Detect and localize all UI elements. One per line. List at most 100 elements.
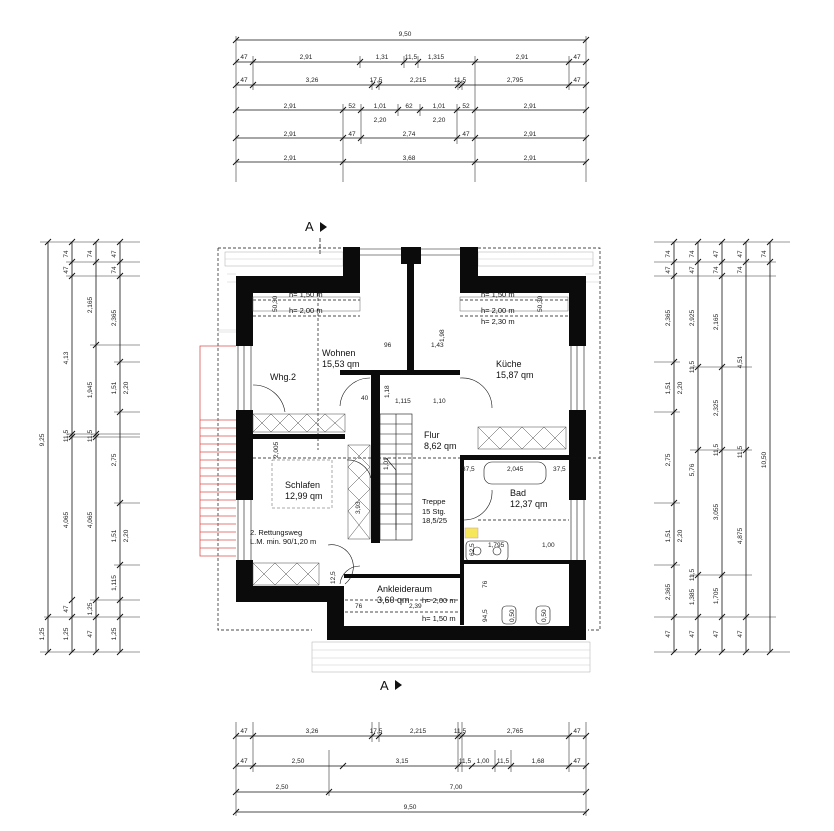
dim-bottom-r2: 1,68 [532, 758, 545, 765]
dim-label: 37,5 [553, 466, 566, 473]
dim-left-c3: 1,25 [87, 602, 94, 615]
dim-label: 37,5 [462, 466, 475, 473]
dim-right-c4: 2,325 [713, 399, 720, 416]
dim-label: 94,5 [482, 609, 489, 622]
dim-left-c4: 1,115 [111, 575, 118, 591]
dim-right-c3: 47 [689, 630, 696, 638]
windows [237, 248, 585, 560]
room-labels: Wohnen 15,53 qm Whg.2 Küche 15,87 qm Flu… [250, 348, 548, 605]
structure-lines [253, 293, 600, 613]
dim-top-total: 9,50 [399, 31, 412, 38]
dim-right-c3: 11,5 [689, 361, 696, 374]
right-dimension-chain: 74 47 2,365 1,51 2,75 1,51 2,365 47 2,20… [654, 238, 790, 656]
room-area-kueche: 15,87 qm [496, 370, 534, 380]
dim-right-c1: 47 [665, 630, 672, 638]
dim-label: 1,115 [395, 398, 411, 405]
dim-label: 1,43 [431, 342, 444, 349]
dim-right-c2: 2,20 [677, 529, 684, 542]
dim-right-c4: 1,705 [713, 587, 720, 604]
height-label: h= 2,00 m [289, 306, 323, 315]
dim-left-c2: 4,13 [63, 351, 70, 364]
dim-left-c3: 2,165 [87, 296, 94, 313]
dim-right-c5: 11,5 [737, 446, 744, 459]
dim-top-r3: 11,5 [454, 77, 467, 84]
dim-label: 2,045 [507, 466, 524, 473]
dim-label: 62,5 [469, 543, 476, 556]
room-area-bad: 12,37 qm [510, 499, 548, 509]
dim-label: 1,01 [383, 457, 390, 470]
dim-label: 40 [361, 395, 369, 402]
dim-left-c2: 74 [63, 250, 70, 258]
dim-left-c3: 74 [87, 250, 94, 258]
dim-right-c2: 2,20 [677, 381, 684, 394]
dim-top-r6: 3,68 [403, 155, 416, 162]
dim-top-r4: 1,01 [433, 103, 446, 110]
escape-route-spec: L.M. min. 90/1,20 m [250, 537, 316, 546]
height-label: h= 1,50 m [481, 290, 515, 299]
dim-right-c3: 2,925 [689, 309, 696, 326]
dim-bottom-r1: 47 [573, 728, 581, 735]
dim-left-c4: 1,51 [111, 381, 118, 394]
dim-top-r2: 11,5 [405, 54, 418, 61]
left-dimension-chain: 9,25 1,25 74 47 4,13 11,5 4,065 47 1,25 … [39, 238, 140, 656]
height-label: h= 1,50 m [422, 614, 456, 623]
dim-right-c1: 2,365 [665, 583, 672, 600]
dim-label: 12,5 [330, 571, 337, 584]
dim-top-r4b: 2,20 [433, 117, 446, 124]
escape-ladder [199, 345, 236, 557]
room-name-flur: Flur [424, 430, 440, 440]
dim-label: 96 [384, 342, 392, 349]
dim-left-c3: 11,5 [87, 430, 94, 443]
top-dimension-chain: 9,50 47 2,91 1,31 11,5 1,315 2,91 47 47 … [232, 31, 590, 182]
dim-label: 1,18 [384, 385, 391, 398]
dim-top-r3: 47 [573, 77, 581, 84]
room-name-bad: Bad [510, 488, 526, 498]
dim-bottom-r2: 47 [573, 758, 581, 765]
section-marker-top: A [305, 219, 327, 255]
dim-label: 1,00 [542, 542, 555, 549]
dim-left-c2: 4,065 [63, 511, 70, 528]
dim-left-c4: 2,365 [111, 309, 118, 326]
dim-right-c5: 4,875 [737, 527, 744, 544]
dim-bottom-r3: 7,00 [450, 784, 463, 791]
dim-top-r3: 3,26 [306, 77, 319, 84]
dim-label: 50,30 [537, 295, 544, 312]
dim-right-c1: 47 [665, 266, 672, 274]
dim-label: 1,795 [488, 542, 505, 549]
dim-right-c6: 10,50 [761, 451, 768, 468]
dim-left-c3: 47 [87, 630, 94, 638]
stair-ratio: 18,5/25 [422, 516, 447, 525]
dim-right-c5: 47 [737, 630, 744, 638]
dim-right-c5: 47 [737, 250, 744, 258]
dim-right-c5: 74 [737, 266, 744, 274]
dim-top-r5: 2,74 [403, 131, 416, 138]
dim-left-c4: 2,75 [111, 453, 118, 466]
dim-label: 76 [355, 603, 363, 610]
dim-label: 2,39 [409, 603, 422, 610]
dim-top-r3: 47 [240, 77, 248, 84]
escape-route-label: 2. Rettungsweg [250, 528, 302, 537]
dim-right-c3: 5,76 [689, 463, 696, 476]
dim-right-c1: 2,75 [665, 453, 672, 466]
dim-label: 3,93 [355, 501, 362, 514]
dim-right-c3: 74 [689, 250, 696, 258]
dim-top-r5: 2,91 [284, 131, 297, 138]
dim-bottom-r1: 2,765 [507, 728, 524, 735]
dim-bottom-r1: 11,5 [454, 728, 467, 735]
dim-top-r2: 2,91 [516, 54, 529, 61]
dim-bottom-r2: 47 [240, 758, 248, 765]
room-area-schlafen: 12,99 qm [285, 491, 323, 501]
stair-name: Treppe [422, 497, 446, 506]
dim-top-r4: 2,91 [284, 103, 297, 110]
dim-top-r4: 52 [348, 103, 356, 110]
room-name-schlafen: Schlafen [285, 480, 320, 490]
door-swings [252, 377, 493, 585]
section-label-top: A [305, 219, 314, 234]
section-arrow-icon [320, 222, 327, 232]
dim-top-r4: 2,91 [524, 103, 537, 110]
dim-top-r3: 2,795 [507, 77, 524, 84]
dim-top-r4: 52 [462, 103, 470, 110]
dim-bottom-r1: 47 [240, 728, 248, 735]
stair-steps: 15 Stg. [422, 507, 446, 516]
dim-right-c1: 74 [665, 250, 672, 258]
